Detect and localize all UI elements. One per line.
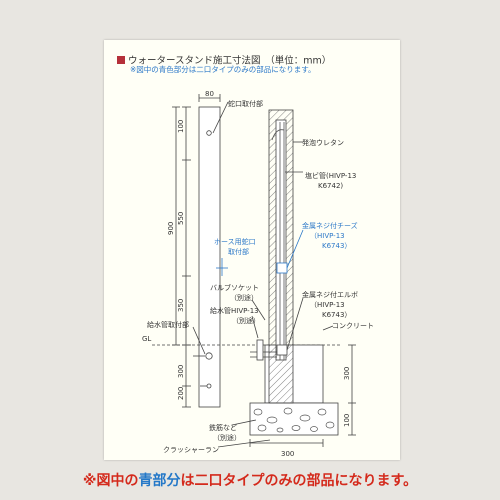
dim-350: 350 bbox=[177, 299, 185, 312]
dim-300-bottom: 300 bbox=[281, 450, 294, 458]
drawing-sheet bbox=[104, 40, 400, 460]
label-metal-elbow-1: 金属ネジ付エルボ bbox=[302, 290, 358, 299]
label-supply-pipe-2: （別途） bbox=[232, 316, 260, 325]
label-valve-socket-2: （別途） bbox=[230, 293, 258, 302]
label-metal-tee-2: （HIVP-13 bbox=[310, 232, 345, 240]
label-gl: GL bbox=[142, 335, 151, 343]
label-supply-pipe-1: 給水管HIVP-13 bbox=[210, 306, 259, 315]
stand-front-view bbox=[198, 106, 221, 408]
label-metal-elbow-2: （HIVP-13 bbox=[310, 301, 345, 309]
metal-elbow-fitting bbox=[276, 344, 288, 356]
label-rebar-2: （別途） bbox=[213, 433, 241, 442]
dim-550: 550 bbox=[177, 212, 185, 225]
faucet-hole-lower bbox=[205, 352, 213, 360]
label-hose-faucet-1: ホース用蛇口 bbox=[214, 237, 256, 246]
footer-prefix: ※図中の bbox=[82, 473, 139, 489]
label-valve-socket-1: バルブソケット bbox=[210, 283, 259, 292]
dim-width-80: 80 bbox=[205, 90, 214, 98]
footer-highlight: 青部分 bbox=[138, 473, 181, 489]
dim-100-right: 100 bbox=[343, 414, 351, 427]
label-pvc-1: 塩ビ管(HIVP-13 bbox=[305, 171, 356, 180]
dim-300-right: 300 bbox=[343, 367, 351, 380]
drain-hole bbox=[206, 383, 212, 389]
metal-tee-fitting bbox=[276, 262, 288, 274]
footer-note: ※図中の青部分は二口タイプのみの部品になります。 bbox=[0, 470, 500, 490]
label-metal-tee-1: 金属ネジ付チーズ bbox=[302, 221, 358, 230]
crusher-run-layer bbox=[249, 402, 339, 436]
title-block: ウォータースタンド施工寸法図 （単位：mm） bbox=[117, 49, 331, 68]
title-marker bbox=[117, 55, 125, 64]
label-crusher-run: クラッシャーラン bbox=[163, 446, 219, 454]
dim-900: 900 bbox=[167, 222, 175, 235]
label-metal-elbow-3: K6743） bbox=[322, 311, 351, 319]
blue-parts-note: ※図中の青色部分は二口タイプのみの部品になります。 bbox=[130, 65, 316, 74]
label-metal-tee-3: K6743） bbox=[322, 242, 351, 250]
label-pvc-2: K6742) bbox=[318, 182, 343, 190]
crusher-stones bbox=[253, 407, 335, 433]
faucet-hole-top bbox=[206, 130, 212, 136]
label-rebar-1: 鉄筋など bbox=[209, 423, 237, 432]
label-foam-urethane: 発泡ウレタン bbox=[302, 138, 344, 147]
label-supply-mount: 給水管取付部 bbox=[147, 320, 189, 329]
footer-suffix: は二口タイプのみの部品になります。 bbox=[180, 473, 418, 489]
valve-socket bbox=[256, 339, 264, 361]
label-concrete: コンクリート bbox=[332, 322, 374, 330]
diagram-title: ウォータースタンド施工寸法図 （単位：mm） bbox=[128, 55, 332, 67]
dim-200: 200 bbox=[177, 387, 185, 400]
label-hose-faucet-2: 取付部 bbox=[228, 247, 249, 256]
dim-300-left: 300 bbox=[177, 365, 185, 378]
label-faucet-mount: 蛇口取付部 bbox=[228, 99, 263, 108]
dim-100-top: 100 bbox=[177, 120, 185, 133]
